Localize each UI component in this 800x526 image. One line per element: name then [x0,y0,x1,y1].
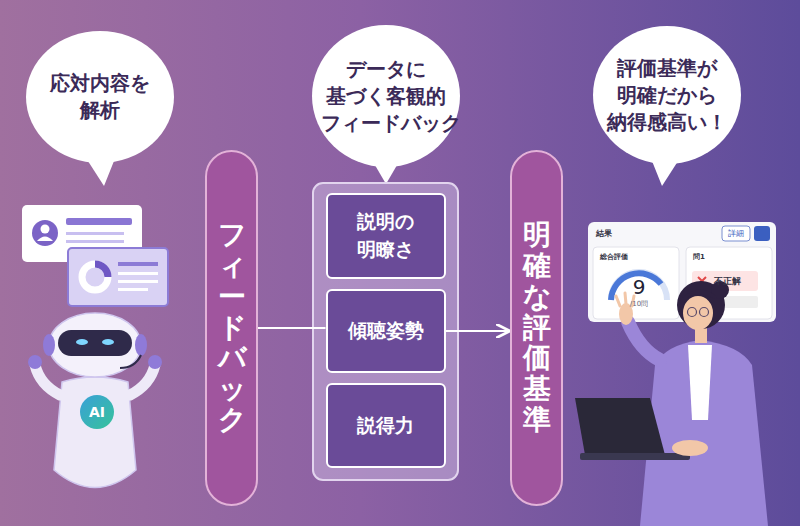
node-text: 説明の 明瞭さ [331,208,441,263]
screen-title: 結果 [596,228,612,239]
score-number: 9 [633,275,646,299]
result-tag: 不正解 [714,275,741,288]
criteria-box: 説得力 [326,383,446,468]
node-text: 明確な評価基準 [523,220,551,436]
node-text: データに 基づく客観的 フィードバック [321,56,451,137]
detail-button: 詳細 [728,228,744,239]
speech-bubble: データに 基づく客観的 フィードバック [312,25,460,167]
node-text: 評価基準が 明確だから 納得感高い！ [602,55,732,136]
criteria-box: 傾聴姿勢 [326,289,446,373]
speech-bubble: 応対内容を 解析 [26,31,174,163]
connector [446,330,511,332]
node-text: 説得力 [331,412,441,440]
score-unit: /10問 [630,299,648,309]
card-title: 問1 [693,252,705,262]
chart-card [68,248,168,306]
woman-figure [575,281,768,526]
vertical-pill: 明確な評価基準 [510,150,563,506]
node-text: フィードバック [218,220,246,436]
node-text: 応対内容を 解析 [35,70,165,124]
robot-figure [28,313,162,488]
criteria-panel [313,183,458,480]
criteria-box: 説明の 明瞭さ [326,193,446,279]
connector [258,327,326,329]
speech-bubble: 評価基準が 明確だから 納得感高い！ [593,26,741,164]
vertical-pill: フィードバック [205,150,258,506]
card-title: 総合評価 [600,252,628,262]
node-text: 傾聴姿勢 [331,317,441,345]
robot-badge: AI [89,404,105,420]
